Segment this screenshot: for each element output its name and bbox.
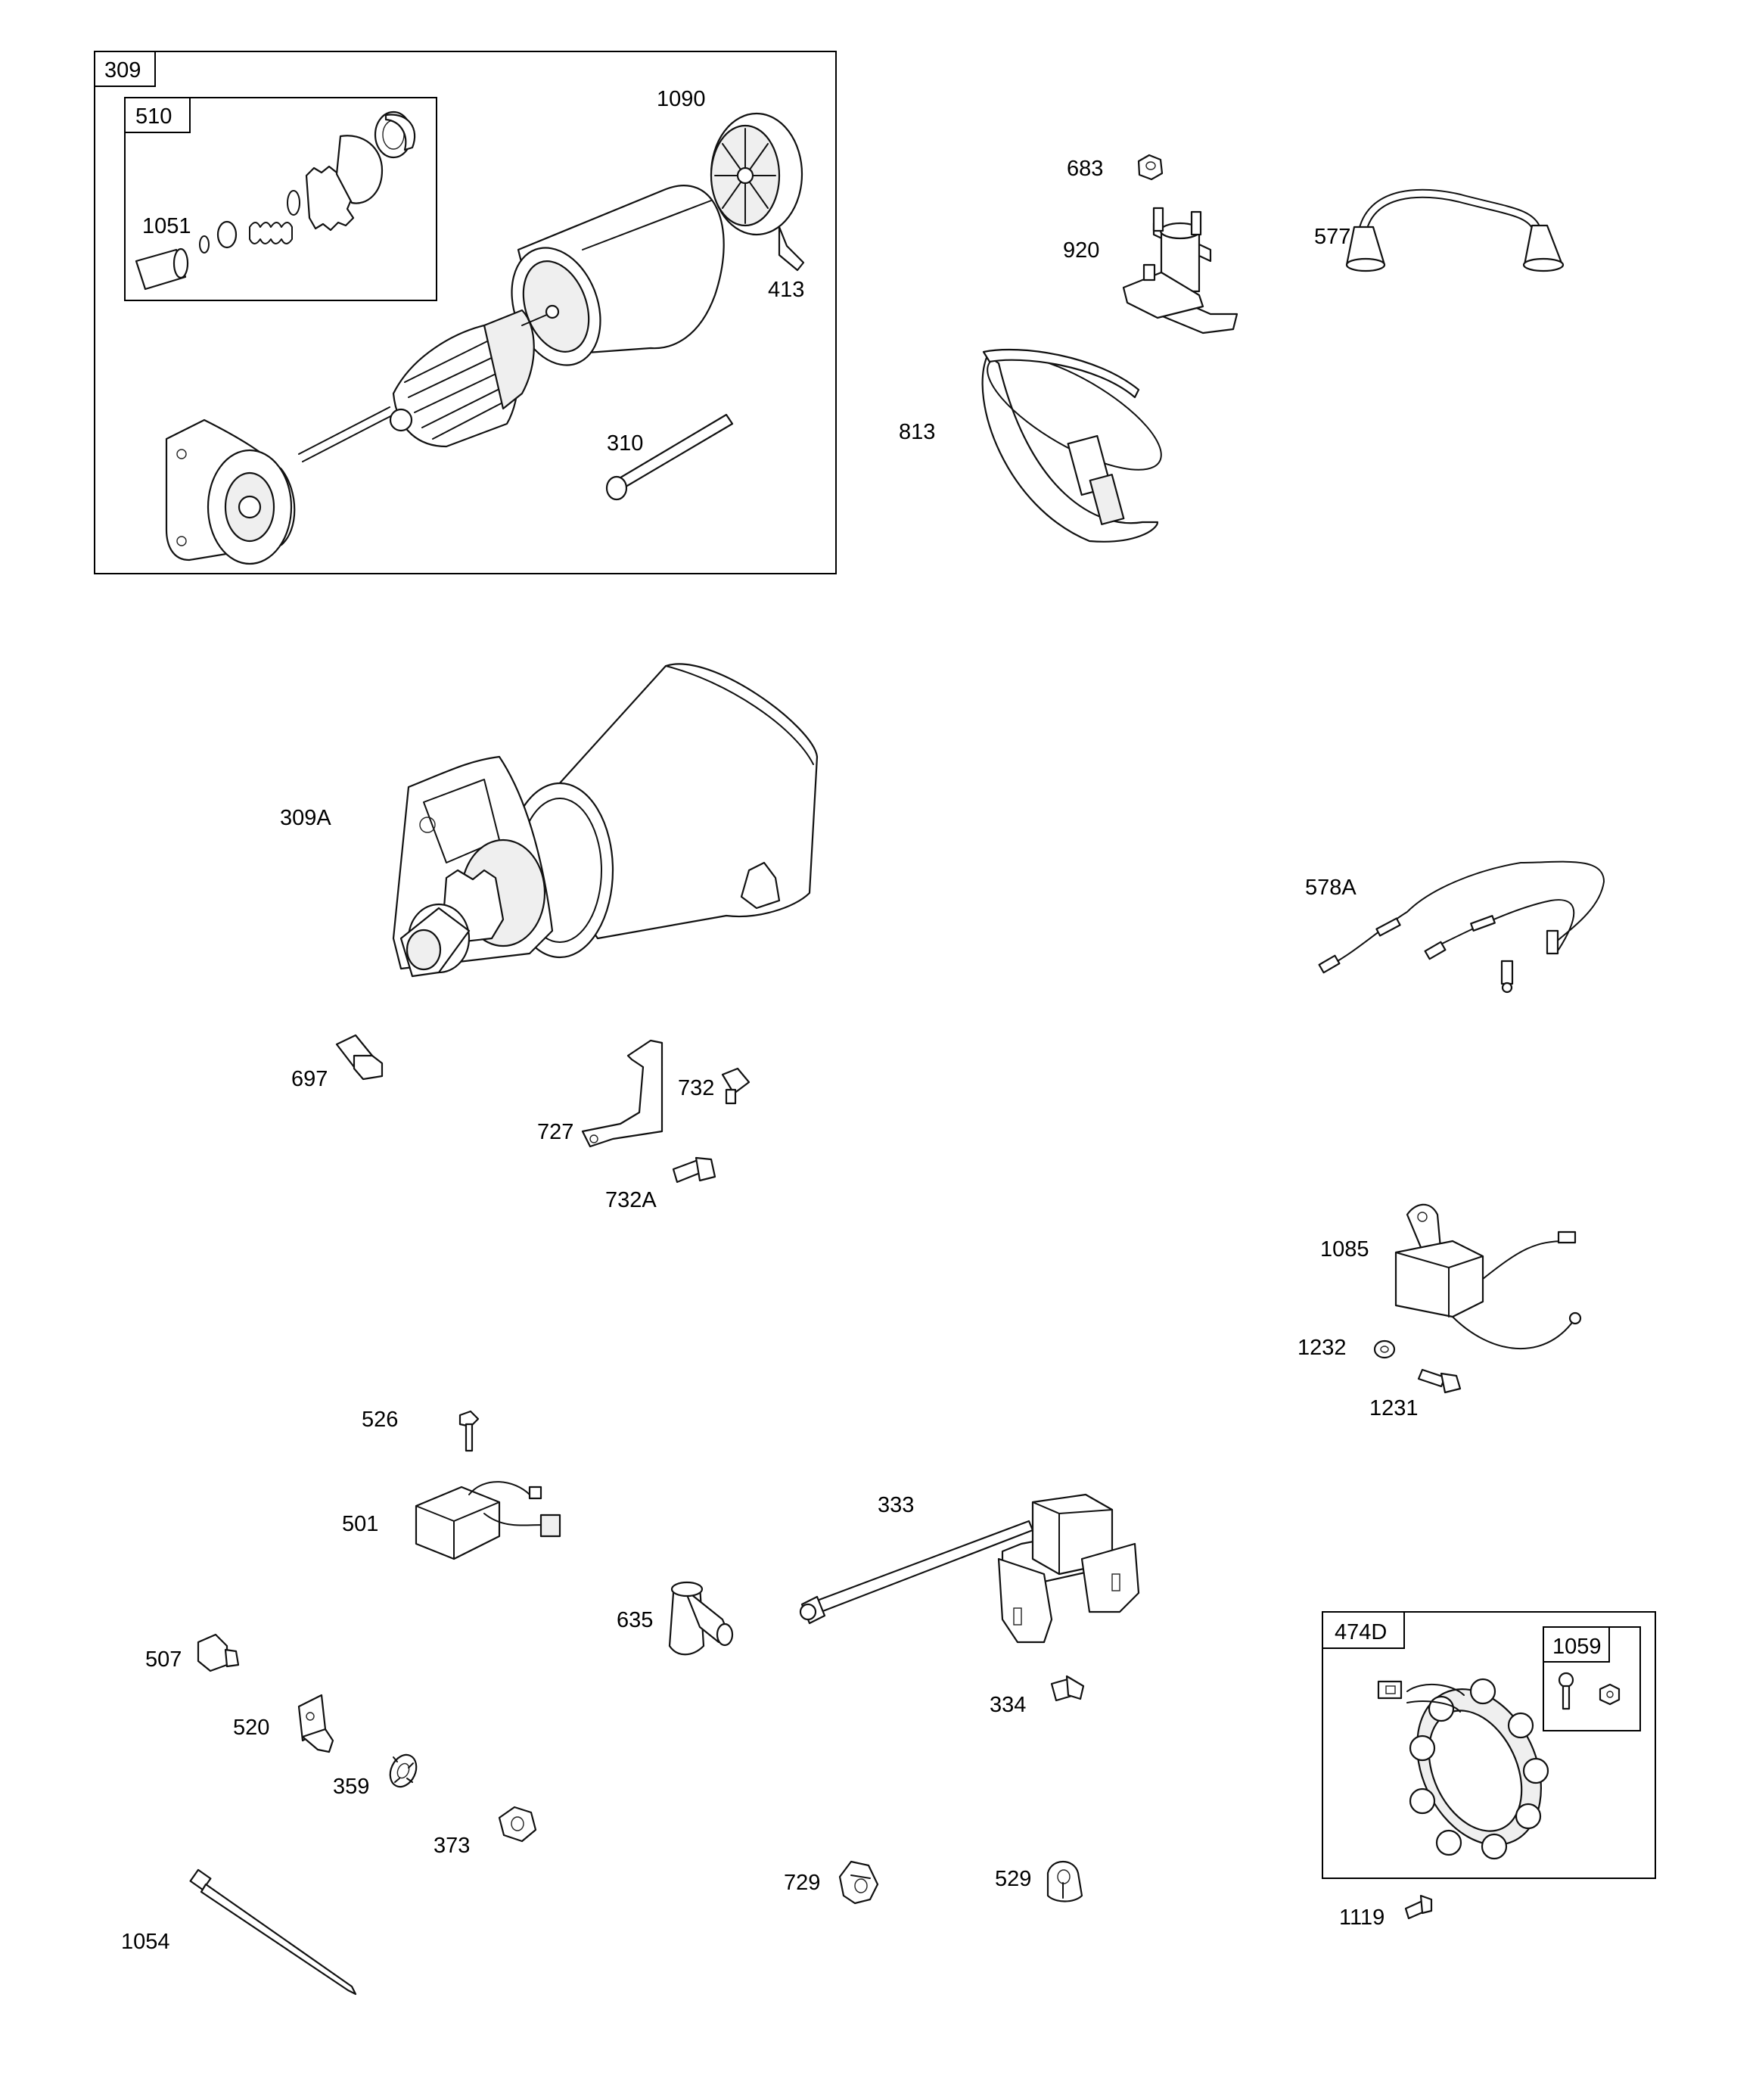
screw-334 [1050,1675,1085,1702]
callout-732A: 732A [605,1188,657,1212]
nut-373 [498,1806,537,1843]
armature [298,304,560,462]
grommet-529 [1046,1861,1083,1902]
callout-1232: 1232 [1297,1336,1347,1360]
callout-577: 577 [1314,225,1350,249]
callout-727: 727 [537,1120,573,1144]
callout-813: 813 [899,420,935,444]
regulator-501 [415,1481,561,1560]
callout-309: 309 [104,58,141,82]
callout-413: 413 [768,278,804,302]
callout-578A: 578A [1305,876,1357,900]
group-309-frame [94,51,837,574]
callout-359: 359 [333,1775,369,1799]
screw-526 [458,1410,480,1452]
bracket-727 [581,1039,664,1148]
washer-359 [389,1753,418,1788]
callout-1051: 1051 [142,214,191,238]
callout-729: 729 [784,1871,820,1895]
group-474D: 474D 1059 [1322,1611,1656,1879]
module-1085 [1394,1203,1582,1350]
screw-732A [672,1156,716,1184]
callout-520: 520 [233,1716,269,1740]
nut-1059 [1599,1683,1621,1706]
group-510-tag [124,97,191,133]
callout-732: 732 [678,1076,714,1100]
bracket-520 [297,1694,334,1753]
callout-309A: 309A [280,806,331,830]
callout-1085: 1085 [1320,1237,1369,1262]
clip-729 [838,1860,879,1905]
group-1059-tag [1543,1626,1610,1663]
callout-1054: 1054 [121,1930,170,1954]
cable-577 [1345,188,1565,272]
group-510-frame [124,97,437,301]
harness-578A [1318,860,1605,994]
callout-1090: 1090 [657,87,706,111]
drive-end-plate [165,418,296,565]
end-cap-1090 [710,112,805,272]
pinion-assembly-510 [199,110,416,254]
washer-1232 [1373,1339,1396,1359]
callout-635: 635 [617,1608,653,1632]
stator-474D [1377,1678,1549,1860]
screw-1059 [1558,1672,1574,1710]
callout-697: 697 [291,1067,328,1091]
ignition-coil-333 [799,1493,1140,1644]
callout-1231: 1231 [1369,1396,1419,1420]
solenoid-920 [1122,207,1238,334]
group-474D-frame [1322,1611,1656,1879]
group-309: 309 510 1051 [94,51,837,574]
collar-1051 [135,247,189,291]
bolt-697 [335,1034,384,1081]
callout-1119: 1119 [1339,1906,1385,1930]
clamp-813 [981,348,1162,543]
callout-920: 920 [1063,238,1099,263]
group-474D-tag [1322,1611,1405,1649]
callout-474D: 474D [1335,1620,1387,1644]
nut-683 [1137,154,1164,181]
callout-501: 501 [342,1512,378,1536]
callout-310: 310 [607,431,643,456]
callout-333: 333 [878,1493,914,1517]
callout-683: 683 [1067,157,1103,181]
terminal-507 [197,1633,240,1672]
starter-motor-309A [392,663,819,978]
callout-526: 526 [362,1408,398,1432]
through-bolt-310 [605,413,734,501]
group-309-tag [94,51,156,87]
cable-tie-1054 [189,1868,357,1996]
callout-373: 373 [434,1834,470,1858]
callout-334: 334 [990,1693,1026,1717]
callout-529: 529 [995,1867,1031,1891]
callout-1059: 1059 [1552,1635,1602,1659]
callout-507: 507 [145,1647,182,1672]
boot-635 [668,1581,734,1656]
screw-1119 [1404,1894,1433,1920]
callout-510: 510 [135,104,172,129]
bolt-1231 [1417,1368,1462,1394]
screw-732 [721,1067,751,1105]
